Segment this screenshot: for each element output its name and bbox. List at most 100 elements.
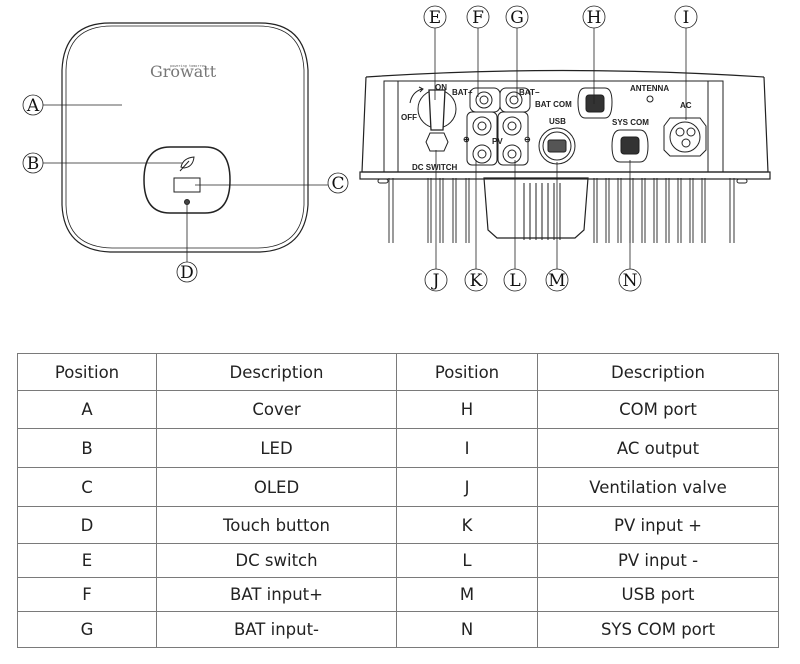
off-label: OFF [401,113,417,122]
table-row: A Cover H COM port [17,390,779,429]
header-position-2: Position [396,353,538,391]
description-cell: Touch button [156,506,397,544]
callout-j: J [424,268,448,292]
description-cell: PV input + [537,506,779,544]
position-cell: B [17,428,157,468]
bat-com-label: BAT COM [535,100,572,109]
description-cell: USB port [537,577,779,612]
cover-outer [61,22,309,253]
svg-text:N: N [623,271,638,291]
table-row: C OLED J Ventilation valve [17,467,779,507]
antenna-port [646,95,654,103]
callout-d: D [176,261,198,283]
dc-switch-label: DC SWITCH [412,163,458,172]
description-cell: Ventilation valve [537,467,779,507]
table-row: D Touch button K PV input + [17,506,779,544]
pv-label: PV [492,137,503,146]
position-cell: K [396,506,538,544]
bottom-view [359,28,771,270]
brand-logo: Growatt [150,62,217,81]
svg-text:C: C [331,174,344,194]
fan-housing [483,177,589,240]
position-cell: I [396,428,538,468]
callout-l: L [503,268,527,292]
table-row: E DC switch L PV input - [17,543,779,578]
table-row: B LED I AC output [17,428,779,468]
header-description-2: Description [537,353,779,391]
description-cell: COM port [537,390,779,429]
housing-top [365,69,765,78]
position-cell: J [396,467,538,507]
leaf-led-icon [179,156,195,172]
parts-table: Position Description Position Descriptio… [17,353,779,648]
heatsink-fins [388,178,735,243]
callout-e: E [423,5,447,29]
position-cell: F [17,577,157,612]
svg-text:K: K [470,271,483,291]
callout-g: G [505,5,529,29]
svg-text:D: D [180,263,194,283]
svg-text:F: F [472,8,484,28]
dc-switch [409,86,457,152]
callout-m: M [545,268,569,292]
touch-button [184,199,190,205]
header-position-1: Position [17,353,157,391]
svg-text:H: H [587,8,602,28]
pv-connectors [466,111,529,166]
svg-text:G: G [510,8,524,28]
description-cell: Cover [156,390,397,429]
header-description-1: Description [156,353,397,391]
callout-h: H [582,5,606,29]
svg-text:B: B [27,154,40,174]
description-cell: AC output [537,428,779,468]
svg-text:L: L [509,271,520,291]
svg-text:E: E [429,8,441,28]
table-row: G BAT input- N SYS COM port [17,611,779,648]
description-cell: SYS COM port [537,611,779,648]
front-view: Growatt powering tomorrow [42,22,328,262]
callout-f: F [466,5,490,29]
position-cell: G [17,611,157,648]
svg-text:A: A [26,96,40,116]
rotate-arrow-icon [409,86,424,104]
description-cell: OLED [156,467,397,507]
position-cell: E [17,543,157,578]
brand-tagline: powering tomorrow [170,64,207,68]
position-cell: C [17,467,157,507]
bat-plus-label: BAT+ [452,88,473,97]
svg-text:M: M [548,271,565,291]
ventilation-valve [425,132,449,152]
usb-label: USB [549,117,566,126]
sys-com-label: SYS COM [612,118,649,127]
connector-panel [383,80,724,173]
sys-com-port [611,129,649,163]
position-cell: H [396,390,538,429]
bat-com-port [577,87,613,119]
position-cell: M [396,577,538,612]
position-cell: L [396,543,538,578]
description-cell: BAT input- [156,611,397,648]
svg-text:J: J [431,271,440,291]
position-cell: A [17,390,157,429]
pv-minus-symbol: ⊖ [524,135,531,144]
callout-i: I [674,5,698,29]
on-label: ON [435,83,447,92]
callout-k: K [464,268,488,292]
cover-inner [65,25,305,249]
ac-label: AC [680,101,692,110]
description-cell: BAT input+ [156,577,397,612]
antenna-label: ANTENNA [630,84,669,93]
position-cell: D [17,506,157,544]
pv-plus-symbol: ⊕ [463,135,470,144]
ac-output-port [663,117,707,157]
svg-text:I: I [683,8,690,28]
description-cell: DC switch [156,543,397,578]
leader-lines [434,28,687,270]
position-cell: N [396,611,538,648]
description-cell: PV input - [537,543,779,578]
usb-port [538,127,576,165]
bat-minus-label: BAT− [519,88,540,97]
callout-c: C [327,172,349,194]
callout-b: B [22,152,44,174]
table-row: F BAT input+ M USB port [17,577,779,612]
